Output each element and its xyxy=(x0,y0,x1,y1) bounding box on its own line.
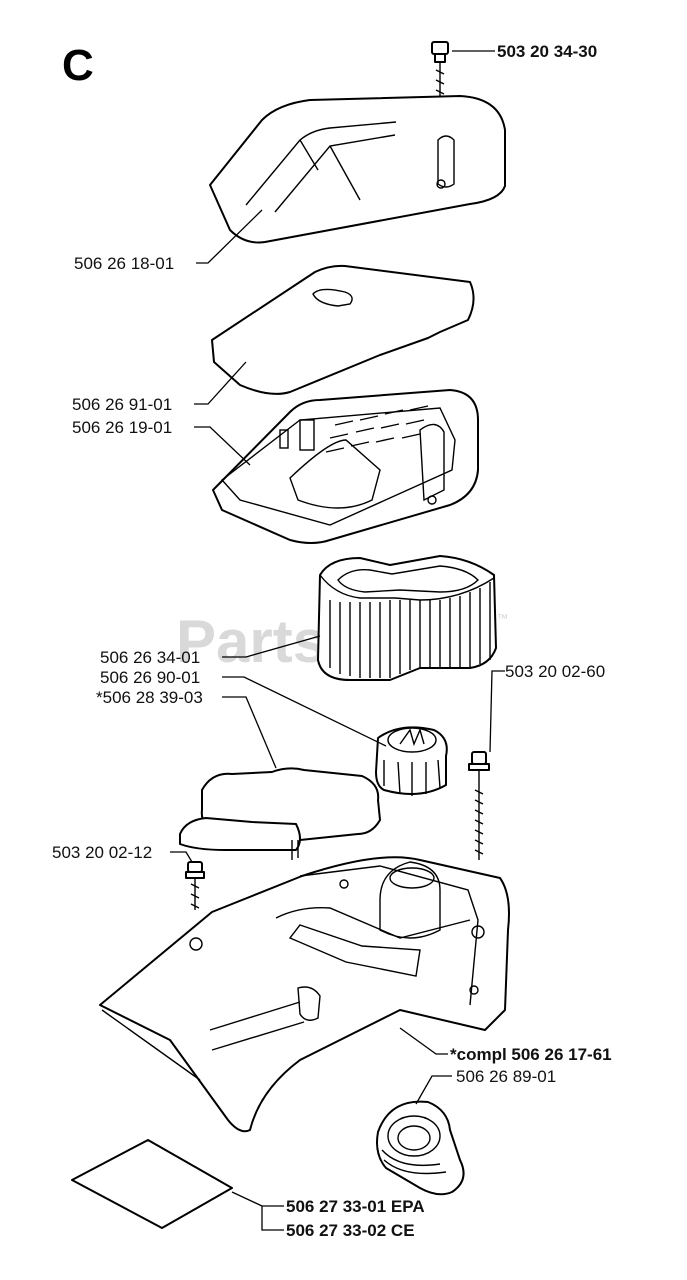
section-letter: C xyxy=(62,41,94,90)
label-506-27-33-01-epa: 506 27 33-01 EPA xyxy=(286,1197,425,1216)
sticker[interactable] xyxy=(71,1139,233,1229)
watermark-trademark: ™ xyxy=(497,613,508,625)
label-506-26-90-01: 506 26 90-01 xyxy=(100,668,200,687)
label-506-26-19-01: 506 26 19-01 xyxy=(72,418,172,437)
filter-housing[interactable] xyxy=(212,389,479,544)
air-filter[interactable] xyxy=(317,555,497,681)
label-503-20-02-12: 503 20 02-12 xyxy=(52,843,152,862)
label-506-26-34-01: 506 26 34-01 xyxy=(100,648,200,667)
label-506-26-91-01: 506 26 91-01 xyxy=(72,395,172,414)
base-cover[interactable] xyxy=(99,856,510,1133)
label-506-26-18-01: 506 26 18-01 xyxy=(74,254,174,273)
top-cover[interactable] xyxy=(209,95,506,244)
label-506-26-89-01: 506 26 89-01 xyxy=(456,1067,556,1086)
leader-lines xyxy=(170,50,505,1231)
intake-boot[interactable] xyxy=(376,1100,465,1196)
label-506-28-39-03: *506 28 39-03 xyxy=(96,688,203,707)
gasket[interactable] xyxy=(179,767,381,860)
filter-seal[interactable] xyxy=(211,264,475,395)
filter-cap[interactable] xyxy=(375,726,448,796)
short-bolt[interactable] xyxy=(185,861,205,910)
label-compl-506-26-17-61: *compl 506 26 17-61 xyxy=(450,1045,612,1064)
long-bolt[interactable] xyxy=(468,751,490,860)
label-503-20-02-60: 503 20 02-60 xyxy=(505,662,605,681)
label-503-20-34-30: 503 20 34-30 xyxy=(497,42,597,61)
label-506-27-33-02-ce: 506 27 33-02 CE xyxy=(286,1221,415,1240)
